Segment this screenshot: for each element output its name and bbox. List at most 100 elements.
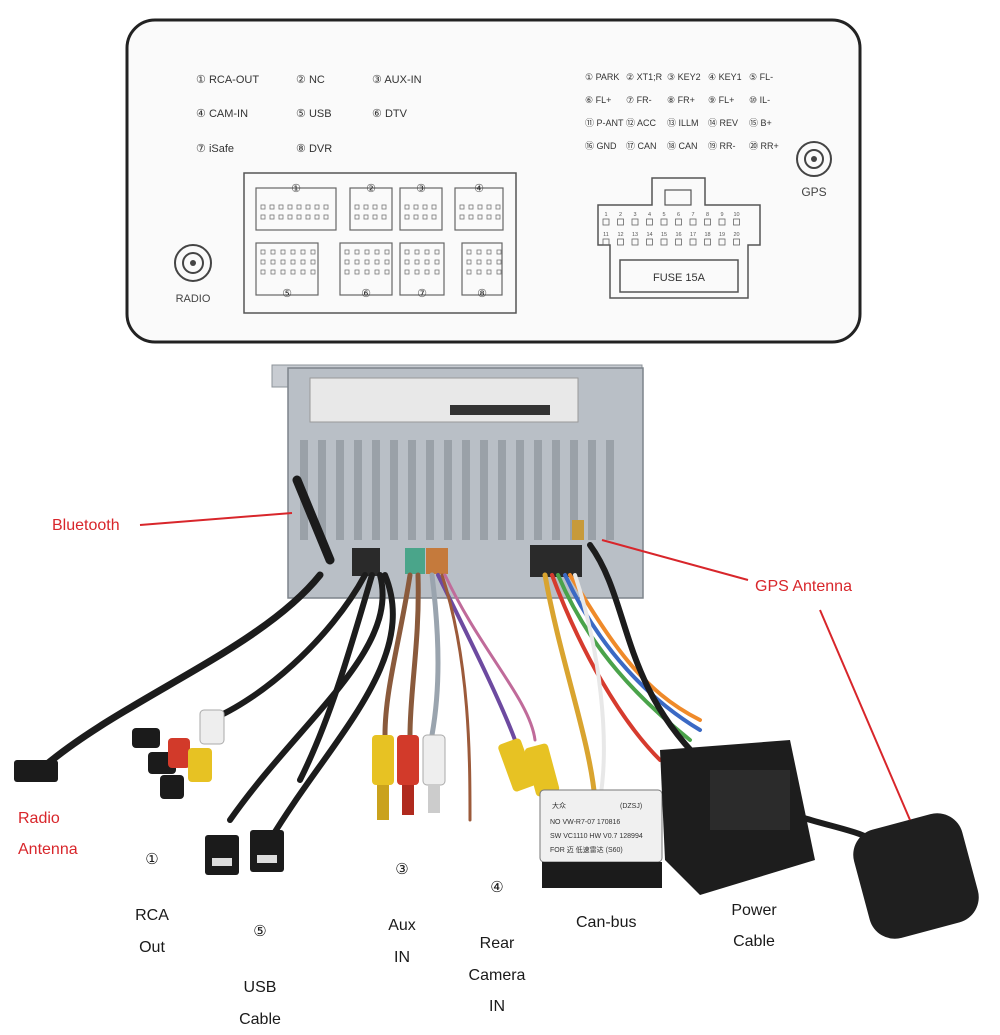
pin [354, 269, 360, 275]
pin [476, 259, 482, 265]
connector-bottom-number: ⑧ [477, 288, 487, 300]
rear-camera-number: ④ [490, 879, 504, 897]
pin [354, 259, 360, 265]
fin [372, 440, 380, 540]
connector-bottom-number: ⑥ [361, 288, 371, 300]
pin [404, 249, 410, 255]
pin [495, 204, 501, 210]
legend-left-1: ① RCA-OUT [196, 74, 259, 86]
pin [364, 269, 370, 275]
legend-right-18: ⑱ CAN [667, 141, 698, 151]
radio-label: RADIO [176, 293, 211, 305]
wiring-diagram: RADIO GPS ① RCA-OUT ② NC ③ AUX-IN ④ CAM-… [14, 18, 979, 939]
rear-camera-plugs [498, 738, 560, 797]
rear-camera-callout: ④ Rear Camera IN [466, 848, 528, 1022]
legend-left-6: ⑥ DTV [372, 108, 408, 120]
pin [363, 214, 369, 220]
plug-pin-number: 9 [720, 212, 723, 218]
bluetooth-label: Bluetooth [52, 517, 120, 534]
plug-pin [689, 238, 697, 246]
plug-pin [733, 218, 740, 226]
pin [477, 214, 483, 220]
pin [269, 214, 275, 220]
fin [390, 440, 398, 540]
plug-pin [675, 238, 682, 246]
aux-in-number: ③ [395, 861, 409, 879]
pin [260, 249, 266, 255]
usb-cable-label: USB Cable [239, 979, 281, 1028]
callout-lines [139, 512, 911, 821]
pin [287, 204, 293, 210]
pin [424, 259, 430, 265]
legend-right-8: ⑧ FR+ [667, 95, 695, 105]
pin [495, 214, 501, 220]
legend-right-7: ⑦ FR- [626, 95, 652, 105]
legend-right-16: ⑯ GND [585, 141, 617, 151]
pin [468, 214, 474, 220]
pin [486, 249, 492, 255]
pin [476, 269, 482, 275]
pin [280, 259, 286, 265]
plug-pin [704, 218, 711, 226]
fin [534, 440, 542, 540]
plug-pin [631, 218, 639, 226]
pin [300, 249, 306, 255]
plug-pin [602, 238, 610, 246]
pin [296, 214, 302, 220]
pin [296, 204, 302, 210]
legend-right-9: ⑨ FL+ [708, 95, 734, 105]
pin [305, 204, 311, 210]
plug-pin-number: 13 [632, 232, 638, 238]
fin [552, 440, 560, 540]
plug-pin [718, 218, 726, 226]
connector-bottom-3: ⑦ [399, 242, 445, 300]
fuse-label: FUSE 15A [653, 272, 706, 284]
pin [381, 214, 387, 220]
canbus-label: Can-bus [576, 914, 637, 931]
pin [422, 204, 428, 210]
plug-pin-number: 16 [675, 232, 681, 238]
power-cable-label: Power Cable [731, 902, 777, 951]
radio-socket-icon [174, 244, 212, 282]
connector-top-1: ① [255, 183, 337, 231]
legend-right-17: ⑰ CAN [626, 141, 657, 151]
pin [496, 259, 502, 265]
pin [466, 269, 472, 275]
plug-pin [631, 238, 639, 246]
pin [310, 259, 316, 265]
gps-antenna-label: GPS Antenna [755, 578, 852, 595]
pin [270, 259, 276, 265]
plug-pin-number: 15 [661, 232, 667, 238]
pin [310, 249, 316, 255]
rca-out-label: RCA Out [135, 907, 169, 956]
pin [381, 204, 387, 210]
plug-pin [660, 238, 668, 246]
pin [260, 259, 266, 265]
canbus-box: 大众 (DZSJ) NO VW-R7-07 170816 SW VC1110 H… [539, 789, 663, 888]
plug-pin-number: 4 [648, 212, 651, 218]
cable-bundle [36, 542, 883, 848]
fin [588, 440, 596, 540]
canbox-line1: 大众 [552, 801, 566, 810]
pin [384, 249, 390, 255]
pin [486, 214, 492, 220]
connector-top-number: ② [366, 183, 376, 195]
aux-in-callout: ③ Aux IN [380, 830, 424, 973]
gps-socket-icon [796, 141, 832, 177]
rca-out-number: ① [145, 851, 159, 869]
connector-bottom-number: ⑤ [282, 288, 292, 300]
plug-pin-number: 1 [604, 212, 607, 218]
pin [413, 214, 419, 220]
pin [404, 269, 410, 275]
canbox-line2: (DZSJ) [620, 803, 642, 810]
pin [414, 249, 420, 255]
plug-pin [617, 238, 624, 246]
plug-pin [689, 218, 697, 226]
pin [344, 259, 350, 265]
plug-pin-number: 20 [733, 232, 739, 238]
connector-top-number: ③ [416, 183, 426, 195]
plug-pin [646, 218, 653, 226]
